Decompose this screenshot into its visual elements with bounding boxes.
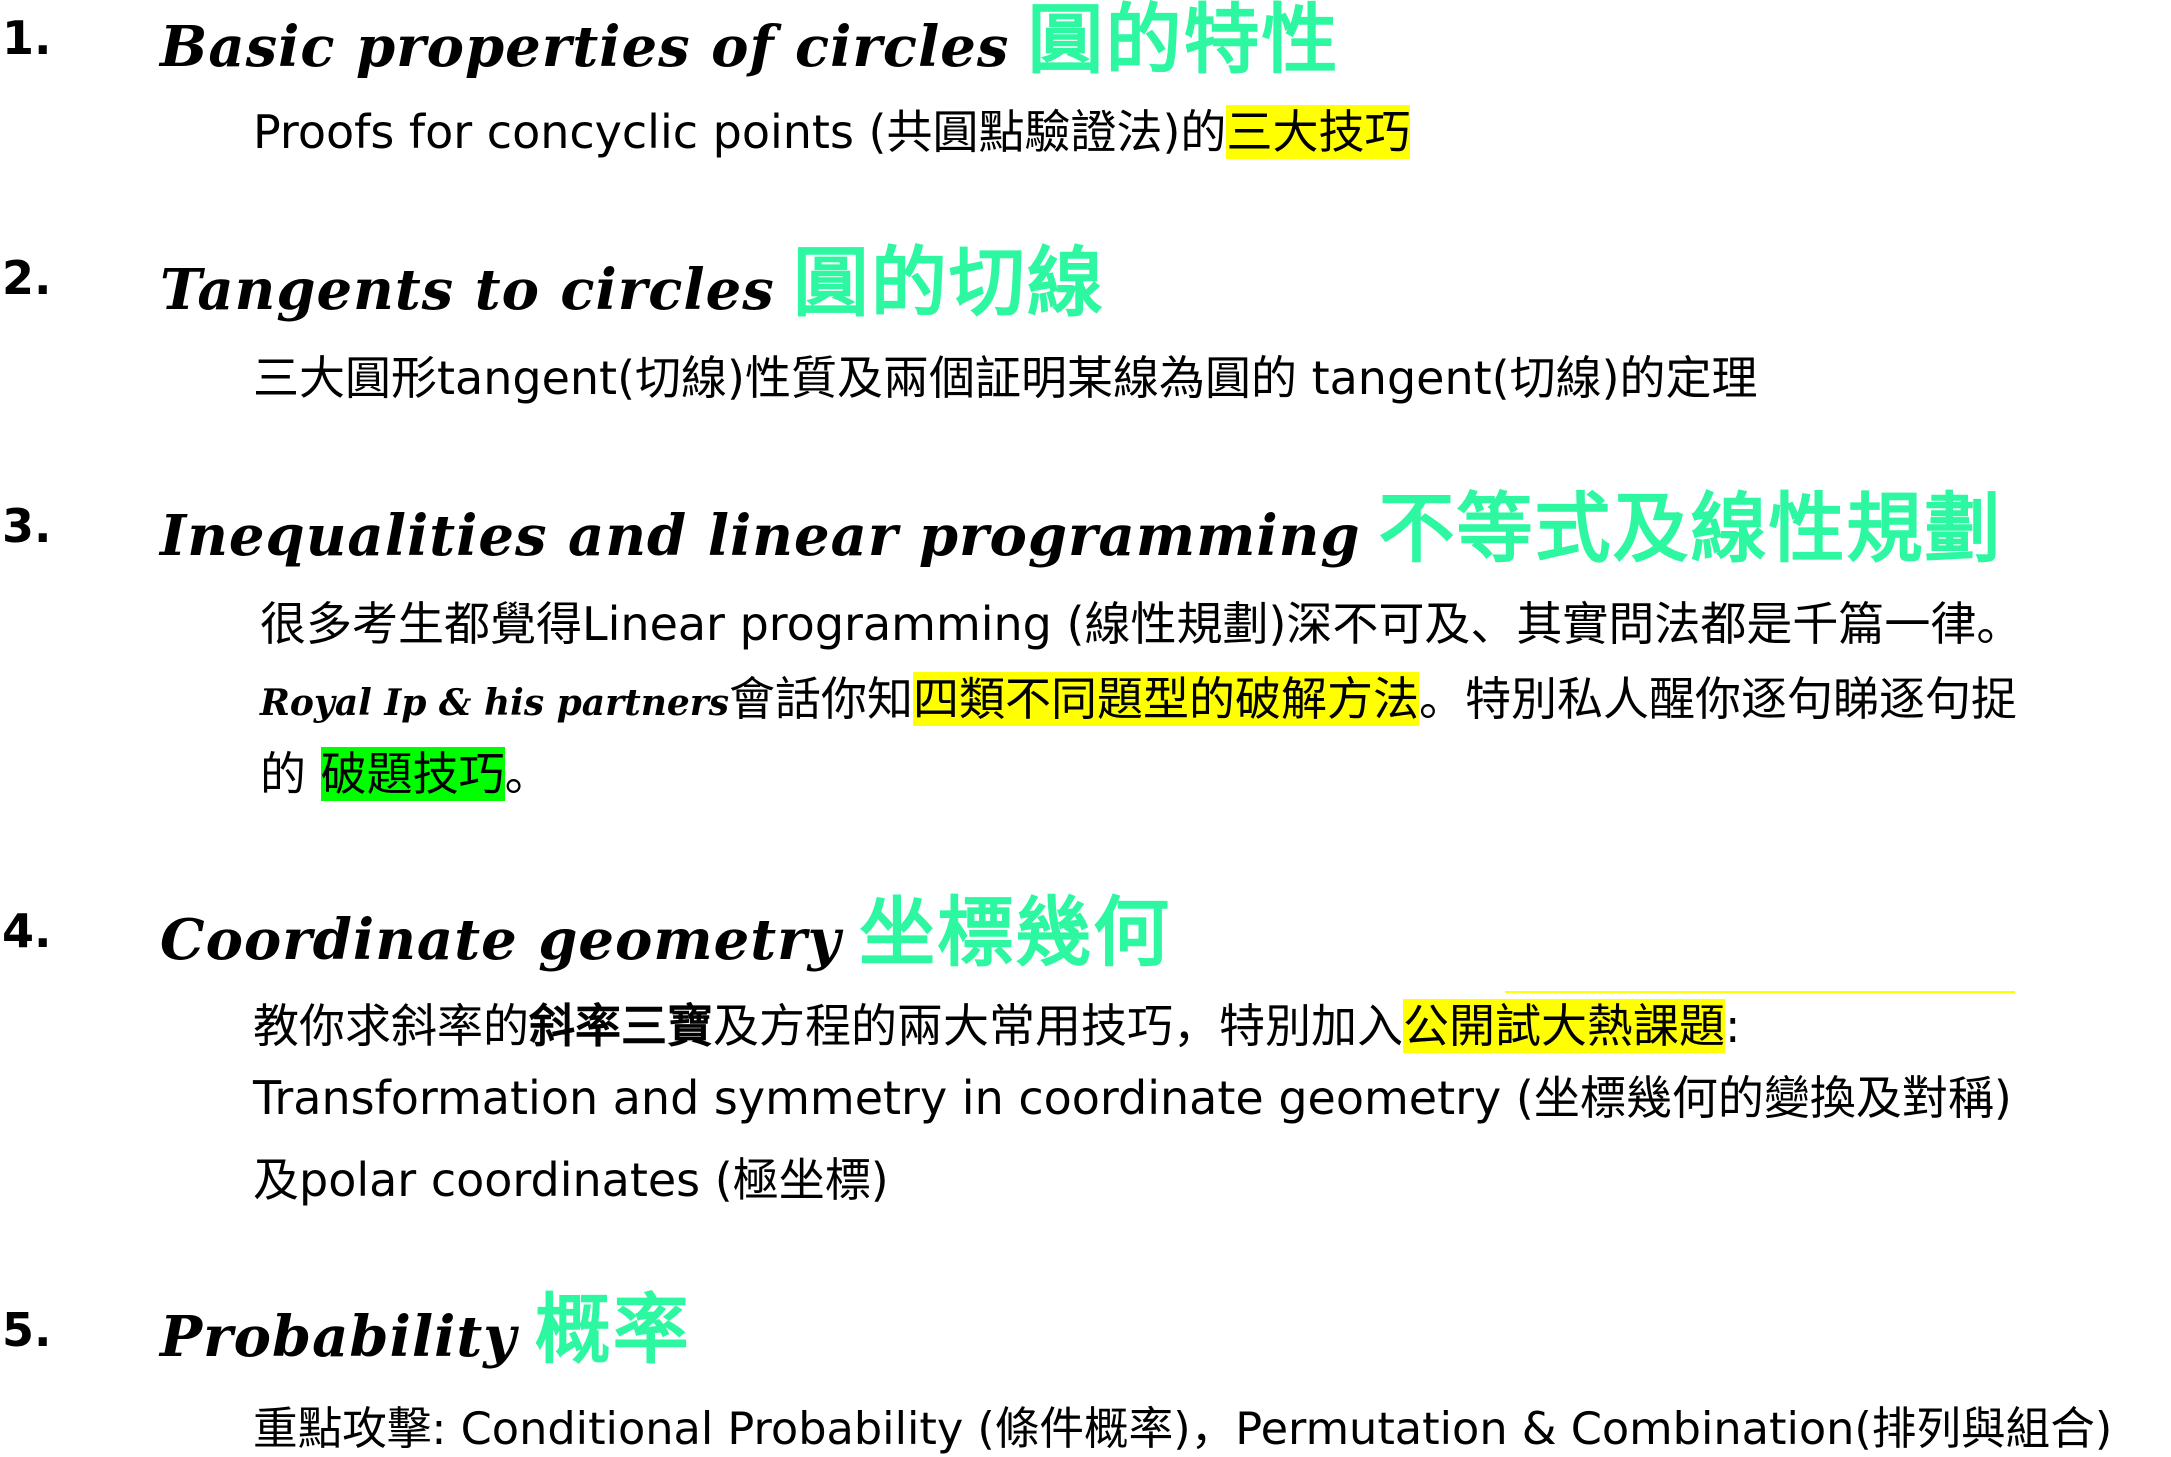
highlighted-text: 破題技巧	[320, 747, 505, 801]
section-description: 三大圓形tangent(切線)性質及兩個証明某線為圓的 tangent(切線)的…	[253, 350, 1758, 406]
section-description-line: 的 破題技巧。	[260, 746, 551, 802]
section-title-zh: 坐標幾何	[859, 888, 1172, 977]
description-text: 很多考生都覺得Linear programming (線性規劃)深不可及、其實問…	[260, 597, 2023, 651]
section-title-en: Inequalities and linear programming	[160, 503, 1361, 569]
section-description-line: 及polar coordinates (極坐標)	[253, 1152, 889, 1208]
description-text: 會話你知	[729, 672, 914, 726]
description-text: Proofs for concyclic points (共圓點驗證法)的	[253, 105, 1227, 159]
section-heading: Basic properties of circles 圓的特性	[160, 0, 1339, 106]
section-number: 4.	[2, 904, 52, 958]
section-number: 2.	[2, 251, 52, 305]
section-heading: Inequalities and linear programming 不等式及線…	[160, 484, 2002, 595]
description-text: 及方程的兩大常用技巧，特別加入	[713, 999, 1403, 1053]
section-heading: Coordinate geometry 坐標幾何	[160, 888, 1171, 999]
section-title-zh: 圓的切線	[792, 238, 1105, 327]
description-text: 。特別私人醒你逐句睇逐句捉	[1419, 672, 2018, 726]
section-description-line: 教你求斜率的斜率三寶及方程的兩大常用技巧，特別加入公開試大熱課題:	[253, 998, 1741, 1054]
description-text: 重點攻擊: Conditional Probability (條件概率)，Per…	[253, 1403, 2113, 1455]
description-text: :	[1725, 999, 1741, 1053]
description-text: 及polar coordinates (極坐標)	[253, 1153, 889, 1207]
highlight-rule	[1505, 991, 2015, 993]
description-text: 教你求斜率的	[253, 999, 529, 1053]
section-heading: Probability 概率	[160, 1285, 691, 1396]
section-title-en: Probability	[160, 1304, 517, 1370]
section-title-zh: 不等式及線性規劃	[1378, 484, 2003, 573]
section-title-zh: 概率	[534, 1285, 691, 1374]
section-description: Proofs for concyclic points (共圓點驗證法)的三大技…	[253, 104, 1411, 160]
author-signature: Royal Ip & his partners	[260, 682, 730, 724]
section-title-zh: 圓的特性	[1027, 0, 1340, 84]
section-description-line: 很多考生都覺得Linear programming (線性規劃)深不可及、其實問…	[260, 596, 2022, 652]
section-number: 1.	[2, 11, 52, 65]
highlighted-text: 公開試大熱課題	[1403, 999, 1725, 1053]
section-title-en: Basic properties of circles	[160, 14, 1010, 80]
emphasis-text: 斜率三寶	[529, 999, 713, 1053]
section-title-en: Coordinate geometry	[160, 907, 842, 973]
section-description-line: Royal Ip & his partners會話你知四類不同題型的破解方法。特…	[260, 671, 2017, 731]
highlighted-text: 四類不同題型的破解方法	[913, 672, 1420, 726]
description-text: 三大圓形tangent(切線)性質及兩個証明某線為圓的 tangent(切線)的…	[253, 351, 1758, 405]
description-text: Transformation and symmetry in coordinat…	[253, 1071, 2012, 1125]
highlighted-text: 三大技巧	[1226, 105, 1411, 159]
section-title-en: Tangents to circles	[160, 257, 775, 323]
section-description-line: Transformation and symmetry in coordinat…	[253, 1070, 2012, 1126]
section-number: 5.	[2, 1303, 52, 1357]
description-text: 的	[260, 747, 321, 801]
section-heading: Tangents to circles 圓的切線	[160, 238, 1105, 349]
description-text: 。	[504, 747, 551, 801]
section-number: 3.	[2, 499, 52, 553]
section-description-line: 重點攻擊: Conditional Probability (條件概率)，Per…	[253, 1400, 2112, 1457]
